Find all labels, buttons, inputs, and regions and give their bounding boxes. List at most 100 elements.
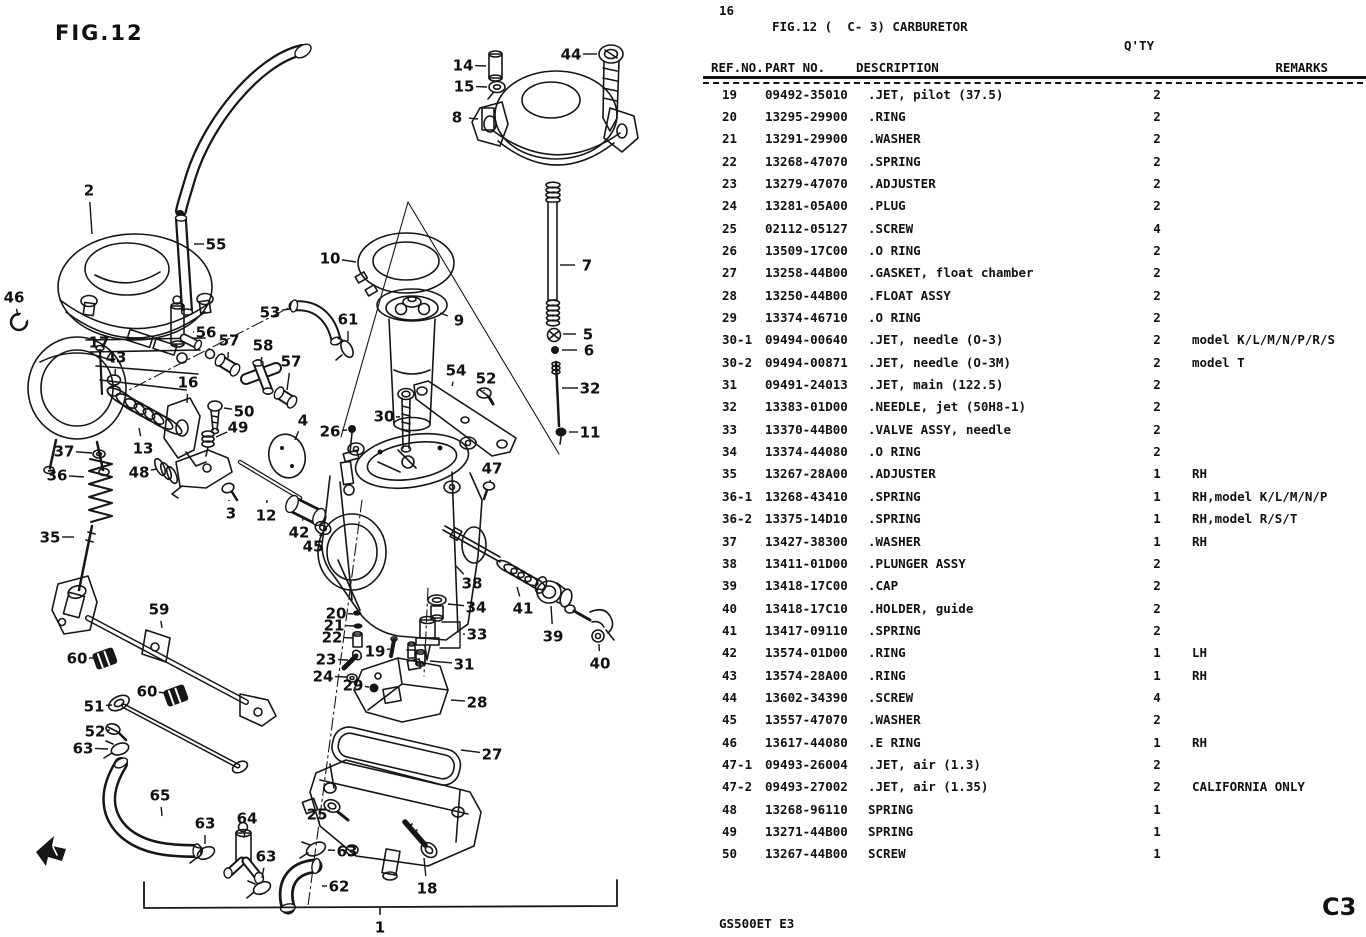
table-row: 28 13250-44B00 .FLOAT ASSY 2 bbox=[0, 288, 1366, 310]
part-number: 13417-09110 bbox=[765, 622, 848, 638]
callout-50: 50 bbox=[234, 403, 255, 421]
callout-leader bbox=[75, 451, 93, 454]
callout-2: 2 bbox=[84, 182, 94, 200]
callout-leader bbox=[158, 691, 167, 694]
part-ref: 22 bbox=[722, 153, 738, 169]
part-number: 13383-01D00 bbox=[765, 399, 848, 415]
part-number: 09494-00640 bbox=[765, 332, 848, 348]
part-qty: 2 bbox=[1153, 131, 1161, 147]
part-qty: 1 bbox=[1153, 667, 1161, 683]
part-number: 13258-44B00 bbox=[765, 265, 848, 281]
table-row: 20 13295-29900 .RING 2 bbox=[0, 109, 1366, 131]
table-row: 41 13417-09110 .SPRING 2 bbox=[0, 623, 1366, 645]
part-description: .HOLDER, guide bbox=[868, 600, 974, 616]
part-number: 09493-26004 bbox=[765, 757, 848, 772]
fuel-pipe-drawing bbox=[51, 575, 277, 899]
callout-54: 54 bbox=[446, 362, 467, 380]
callout-leader bbox=[160, 620, 163, 629]
part-ref: 37 bbox=[722, 533, 738, 549]
callout-42: 42 bbox=[289, 524, 310, 542]
callout-4: 4 bbox=[298, 412, 308, 430]
callout-19: 19 bbox=[365, 643, 386, 661]
part-ref: 30-1 bbox=[722, 332, 753, 348]
part-qty: 2 bbox=[1153, 175, 1161, 191]
part-description: .SCREW bbox=[868, 220, 914, 236]
callout-57: 57 bbox=[281, 353, 302, 371]
callout-leader bbox=[429, 660, 453, 664]
part-ref: 33 bbox=[722, 421, 738, 437]
callout-leader bbox=[341, 259, 357, 263]
callout-65: 65 bbox=[150, 787, 171, 805]
part-description: .RING bbox=[868, 667, 906, 683]
diaphragm-cover-drawing bbox=[471, 44, 639, 166]
callout-leader bbox=[423, 857, 427, 877]
part-description: .SPRING bbox=[868, 153, 921, 169]
callout-leader bbox=[99, 353, 102, 363]
part-ref: 41 bbox=[722, 622, 738, 638]
callout-56: 56 bbox=[196, 324, 217, 342]
part-ref: 38 bbox=[722, 555, 738, 571]
part-ref: 40 bbox=[722, 600, 738, 616]
part-ref: 43 bbox=[722, 667, 738, 683]
part-number: 09492-35010 bbox=[765, 86, 848, 102]
part-ref: 28 bbox=[722, 287, 738, 303]
callout-leader bbox=[451, 381, 454, 387]
callout-41: 41 bbox=[513, 600, 534, 618]
part-qty: 2 bbox=[1153, 444, 1161, 460]
part-number: 13268-47070 bbox=[765, 153, 848, 169]
part-qty: 4 bbox=[1153, 689, 1161, 705]
callout-28: 28 bbox=[467, 694, 488, 712]
part-number: 13411-01D00 bbox=[765, 555, 848, 571]
part-qty: 2 bbox=[1153, 108, 1161, 124]
callout-38: 38 bbox=[462, 575, 483, 593]
part-description: .NEEDLE, jet (50H8-1) bbox=[868, 399, 1027, 415]
callout-26: 26 bbox=[320, 423, 341, 441]
part-remarks: CALIFORNIA ONLY bbox=[1192, 779, 1305, 795]
callout-64: 64 bbox=[237, 810, 258, 828]
jet-parts-drawing bbox=[341, 594, 461, 693]
part-description: .O RING bbox=[868, 444, 921, 460]
part-ref: 46 bbox=[722, 734, 738, 750]
part-description: .FLOAT ASSY bbox=[868, 287, 951, 303]
table-row: 25 02112-05127 .SCREW 4 bbox=[0, 221, 1366, 243]
part-ref: 36-1 bbox=[722, 488, 753, 504]
callout-27: 27 bbox=[482, 746, 503, 764]
table-row: 19 09492-35010 .JET, pilot (37.5) 2 bbox=[0, 87, 1366, 109]
part-remarks: RH bbox=[1192, 734, 1208, 750]
callout-1: 1 bbox=[375, 919, 385, 937]
part-qty: 1 bbox=[1153, 488, 1161, 504]
table-row: 44 13602-34390 .SCREW 4 bbox=[0, 690, 1366, 712]
part-remarks: RH,model K/L/M/N/P bbox=[1192, 488, 1328, 504]
part-description: .WASHER bbox=[868, 131, 921, 147]
table-row: 46 13617-44080 .E RING 1 RH bbox=[0, 735, 1366, 757]
part-ref: 35 bbox=[722, 466, 738, 482]
callout-leader bbox=[550, 605, 553, 625]
part-description: .SPRING bbox=[868, 511, 921, 527]
part-qty: 1 bbox=[1153, 846, 1161, 862]
part-number: 13557-47070 bbox=[765, 712, 848, 728]
callout-61: 61 bbox=[338, 311, 359, 329]
part-number: 13295-29900 bbox=[765, 108, 848, 124]
left-carburetor-drawing bbox=[9, 233, 332, 600]
figure-label: FIG.12 bbox=[55, 21, 144, 45]
part-qty: 2 bbox=[1153, 153, 1161, 169]
model-code: GS500ET E3 bbox=[719, 916, 795, 931]
callout-leader bbox=[516, 586, 521, 597]
plunger-assembly-drawing bbox=[442, 525, 615, 643]
part-ref: 36-2 bbox=[722, 511, 753, 527]
part-description: .VALVE ASSY, needle bbox=[868, 421, 1011, 437]
part-number: 13418-17C10 bbox=[765, 600, 848, 616]
part-description: .ADJUSTER bbox=[868, 175, 936, 191]
table-row: 30-2 09494-00871 .JET, needle (O-3M) 2 m… bbox=[0, 355, 1366, 377]
remarks-column-header: REMARKS bbox=[1275, 60, 1328, 75]
assembly-bracket bbox=[143, 879, 618, 914]
table-row: 47-2 09493-27002 .JET, air (1.35) 2 CALI… bbox=[0, 779, 1366, 801]
part-ref: 47-2 bbox=[722, 779, 753, 795]
part-qty: 2 bbox=[1153, 578, 1161, 594]
table-row: 38 13411-01D00 .PLUNGER ASSY 2 bbox=[0, 556, 1366, 578]
callout-leader bbox=[447, 603, 465, 607]
part-remarks: LH bbox=[1192, 645, 1208, 661]
callout-48: 48 bbox=[129, 464, 150, 482]
part-qty: 1 bbox=[1153, 533, 1161, 549]
